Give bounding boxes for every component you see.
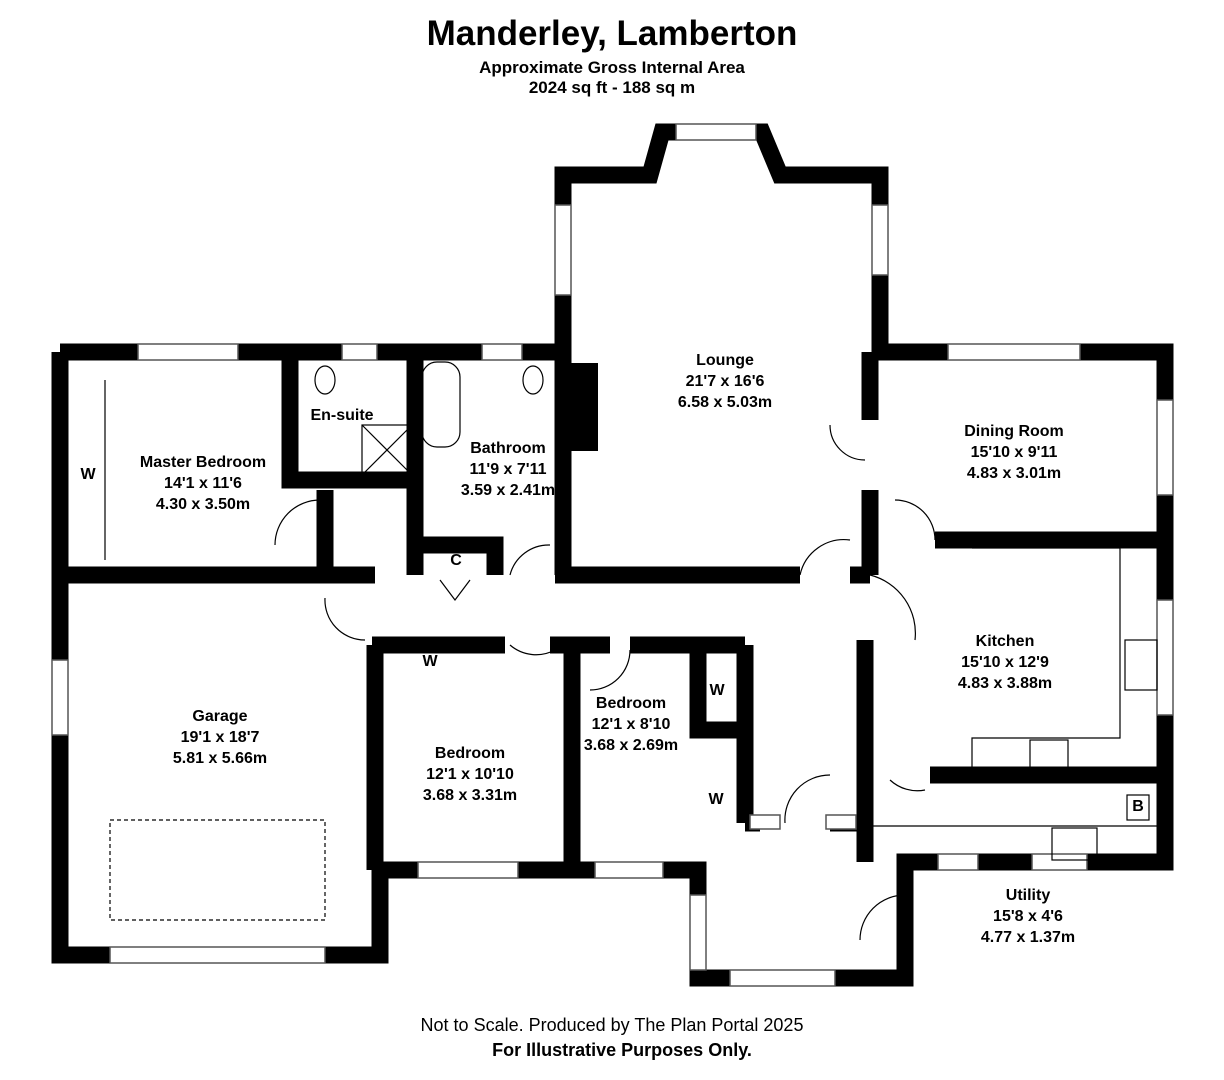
room-name: Lounge	[696, 352, 754, 369]
door-swings	[104, 380, 936, 941]
room-utility: Utility 15'8 x 4'6 4.77 x 1.37m	[981, 885, 1075, 948]
hob	[1029, 739, 1069, 771]
room-size-imperial: 15'8 x 4'6	[993, 908, 1063, 925]
room-size-imperial: 14'1 x 11'6	[164, 475, 242, 492]
room-name: Bedroom	[434, 745, 506, 762]
footer-disclaimer: For Illustrative Purposes Only.	[492, 1040, 752, 1060]
room-size-imperial: 15'10 x 12'9	[961, 654, 1049, 671]
toilet	[522, 365, 544, 395]
plan-subtitle: Approximate Gross Internal Area	[479, 58, 745, 77]
room-size-metric: 4.30 x 3.50m	[155, 496, 251, 513]
room-size-metric: 5.81 x 5.66m	[172, 750, 268, 767]
wall-ensuite	[281, 352, 415, 489]
wardrobe-label: W	[709, 682, 725, 699]
cupboard-label: C	[450, 552, 462, 569]
wardrobe-label: W	[708, 791, 724, 808]
room-lounge: Lounge 21'7 x 16'6 6.58 x 5.03m	[678, 350, 772, 413]
room-size-imperial: 19'1 x 18'7	[180, 729, 260, 746]
room-name: Utility	[1005, 887, 1051, 904]
room-name: Garage	[192, 708, 248, 725]
room-name: En-suite	[310, 407, 374, 424]
room-size-metric: 4.83 x 3.01m	[966, 465, 1062, 482]
room-name: Kitchen	[975, 633, 1035, 650]
room-size-metric: 4.83 x 3.88m	[957, 675, 1053, 692]
wardrobe-label: W	[80, 466, 96, 483]
boiler-label: B	[1132, 798, 1144, 815]
room-bathroom: Bathroom 11'9 x 7'11 3.59 x 2.41m	[461, 438, 555, 501]
chimney	[566, 363, 598, 451]
shower-tray	[361, 424, 413, 476]
room-name: Dining Room	[964, 423, 1064, 440]
room-size-metric: 3.68 x 2.69m	[583, 737, 679, 754]
room-kitchen: Kitchen 15'10 x 12'9 4.83 x 3.88m	[958, 631, 1052, 694]
wall-closet	[415, 536, 504, 575]
room-size-imperial: 12'1 x 8'10	[591, 716, 671, 733]
room-garage: Garage 19'1 x 18'7 5.81 x 5.66m	[173, 706, 267, 769]
kitchen-worktop	[971, 547, 1121, 775]
room-size-imperial: 11'9 x 7'11	[469, 461, 547, 478]
outer-wall	[51, 123, 1174, 987]
room-bedroom-2: Bedroom 12'1 x 10'10 3.68 x 3.31m	[423, 743, 517, 806]
room-master-bedroom: Master Bedroom 14'1 x 11'6 4.30 x 3.50m	[140, 452, 266, 515]
room-bedroom-3: Bedroom 12'1 x 8'10 3.68 x 2.69m	[584, 693, 678, 756]
room-size-imperial: 15'10 x 9'11	[970, 444, 1058, 461]
room-size-metric: 4.77 x 1.37m	[980, 929, 1076, 946]
sink	[1124, 639, 1158, 691]
wardrobe-label: W	[422, 653, 438, 670]
room-size-metric: 3.68 x 3.31m	[422, 787, 518, 804]
room-size-metric: 3.59 x 2.41m	[460, 482, 556, 499]
fixtures	[104, 361, 1160, 941]
room-dining: Dining Room 15'10 x 9'11 4.83 x 3.01m	[964, 421, 1064, 484]
room-name: Bathroom	[470, 440, 546, 457]
room-size-imperial: 21'7 x 16'6	[685, 373, 765, 390]
room-size-imperial: 12'1 x 10'10	[426, 766, 514, 783]
room-size-metric: 6.58 x 5.03m	[677, 394, 773, 411]
plan-area: 2024 sq ft - 188 sq m	[528, 78, 696, 97]
wall-wardrobe	[689, 645, 745, 739]
windows	[51, 123, 1174, 987]
toilet	[314, 365, 336, 395]
bath	[421, 361, 461, 448]
garage-door-outline	[109, 819, 326, 921]
room-ensuite: En-suite	[310, 405, 373, 426]
room-name: Master Bedroom	[139, 454, 267, 471]
footer-note: Not to Scale. Produced by The Plan Porta…	[420, 1015, 804, 1035]
utility-sink	[1051, 827, 1098, 861]
plan-title: Manderley, Lamberton	[426, 14, 798, 53]
walls	[51, 123, 1174, 987]
boiler	[1126, 794, 1150, 821]
room-name: Bedroom	[595, 695, 667, 712]
